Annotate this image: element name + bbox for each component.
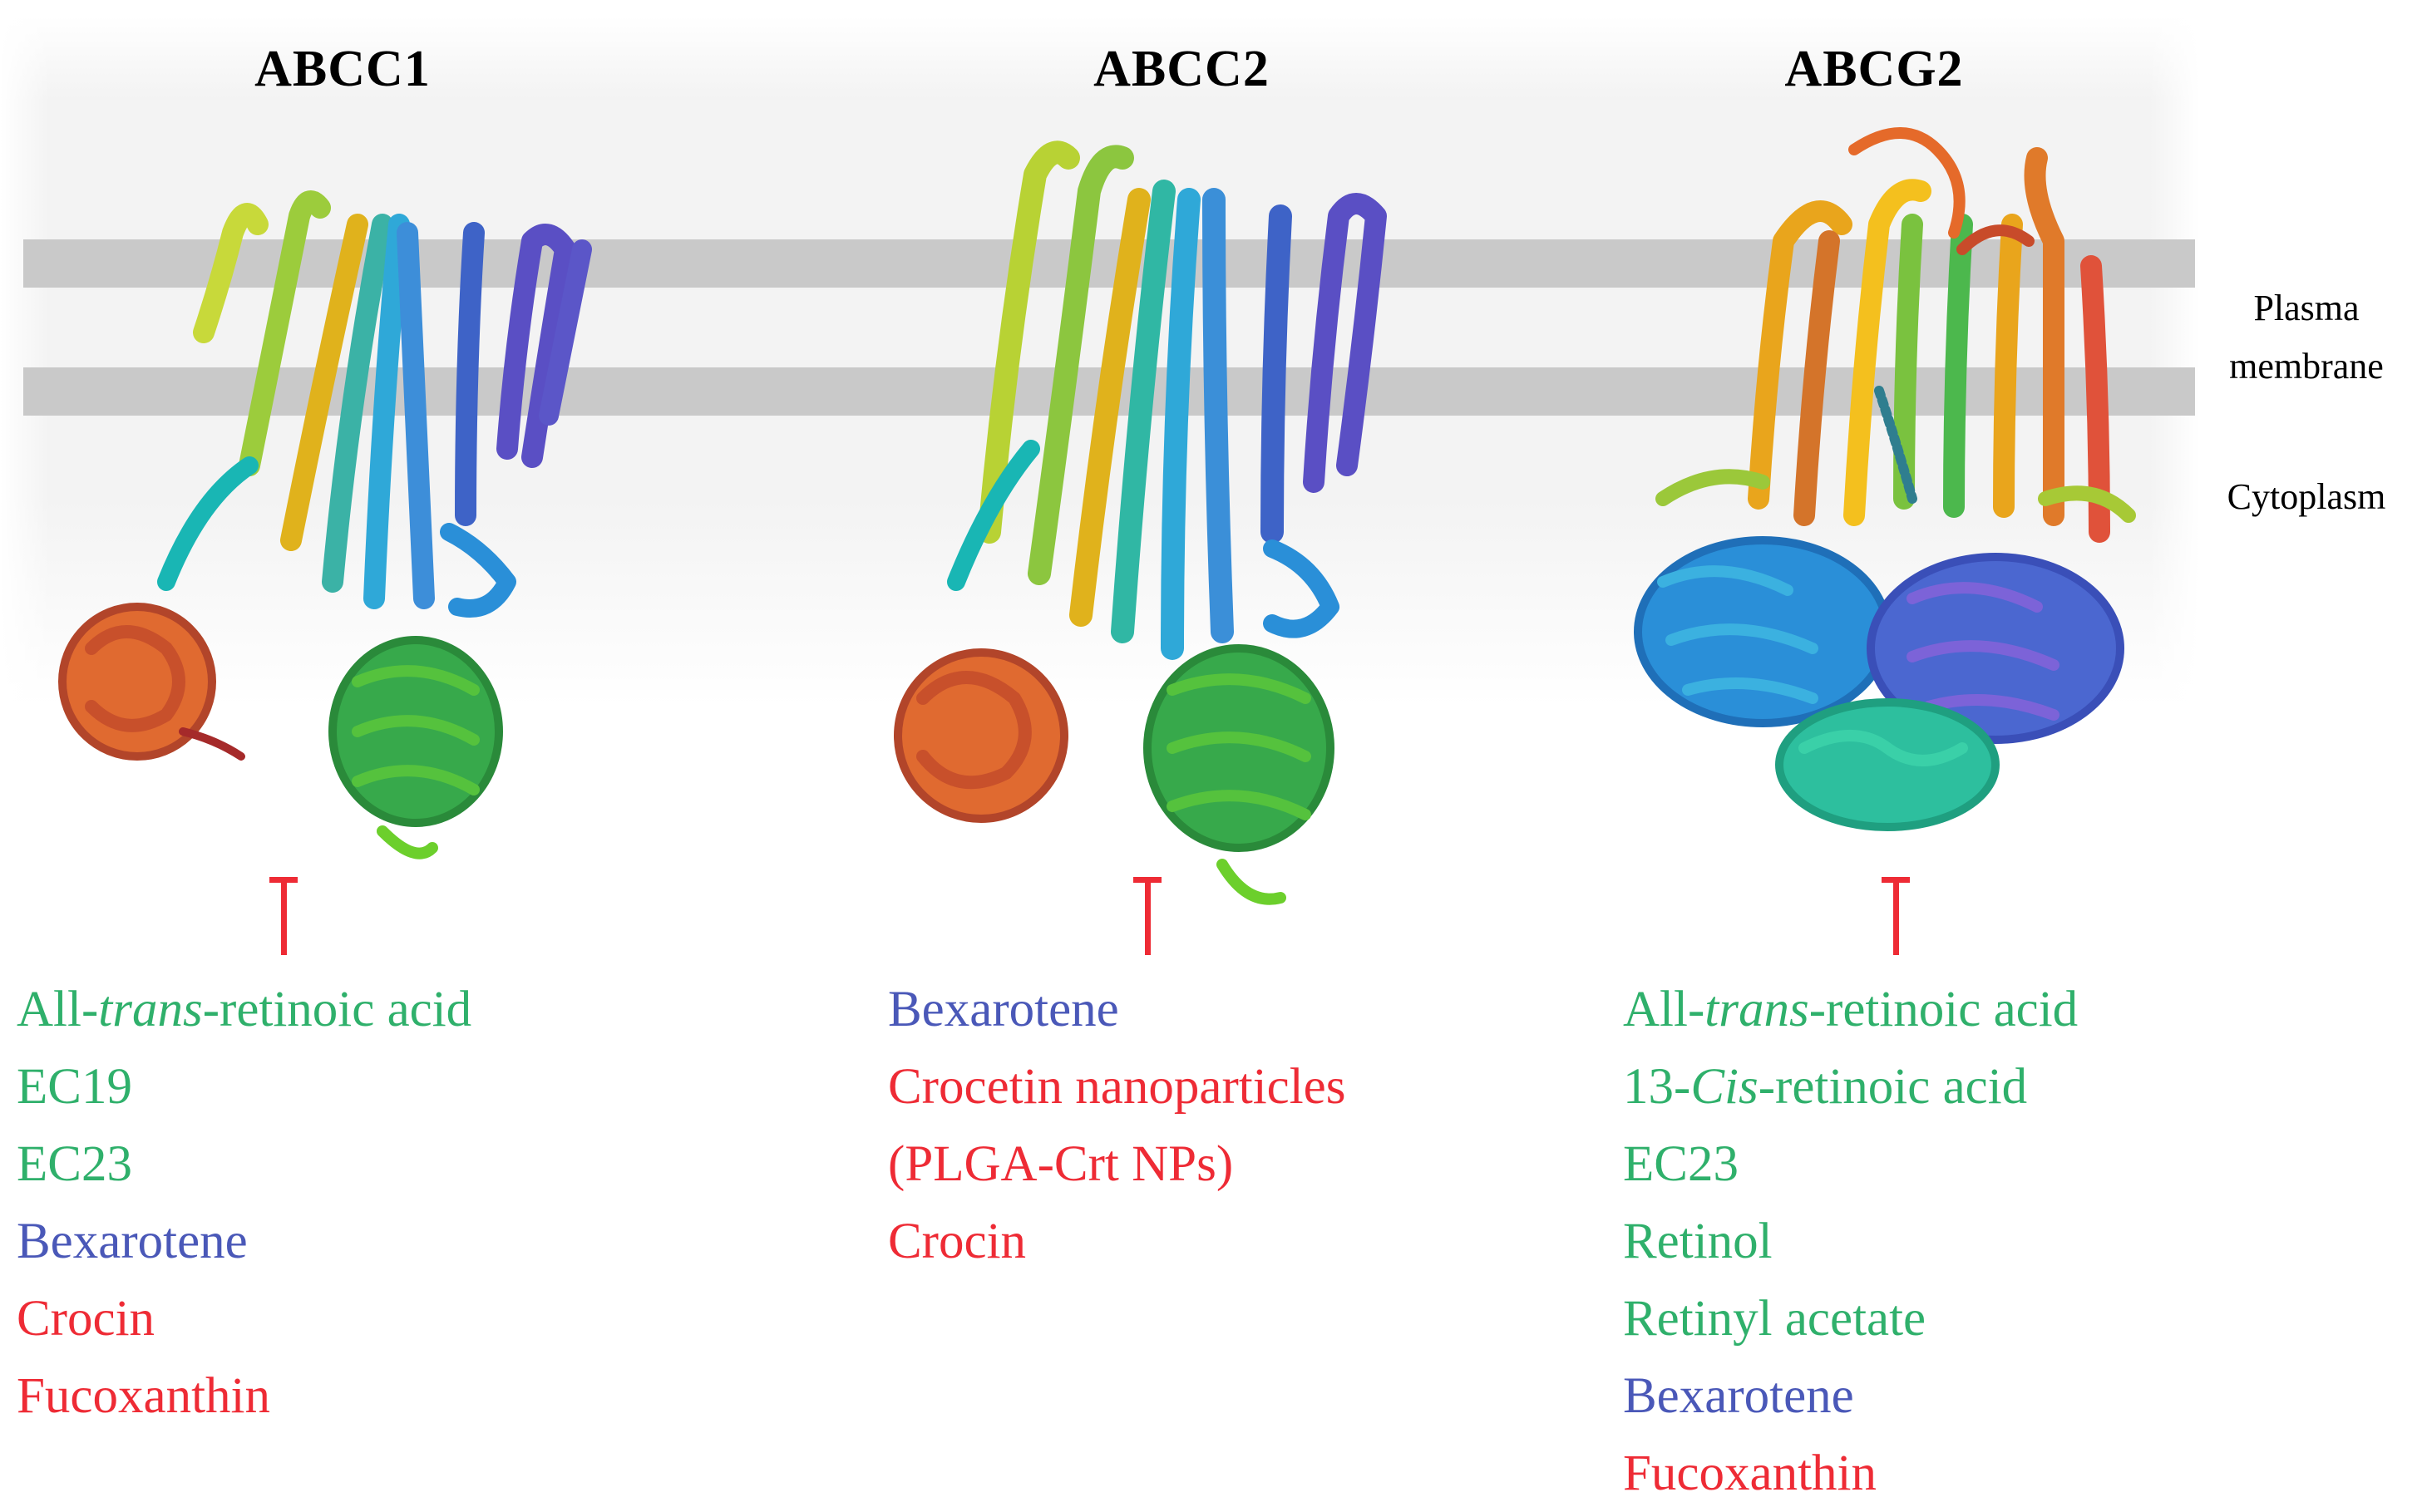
compound-item: Crocin (888, 1203, 1346, 1280)
compound-name-italic: trans (98, 982, 203, 1037)
inhibition-symbol-abcg2 (1882, 877, 1910, 955)
compound-name-suffix: -retinoic acid (1758, 1059, 2028, 1115)
label-plasma-membrane: Plasma membrane (2229, 279, 2384, 396)
compound-name-italic: trans (1704, 982, 1809, 1037)
compound-item: Crocin (17, 1280, 471, 1357)
label-cytoplasm: Cytoplasm (2227, 476, 2386, 517)
compound-name: Crocetin nanoparticles (888, 1059, 1346, 1115)
compound-item: Fucoxanthin (1623, 1435, 2078, 1512)
protein-abcc2 (894, 140, 1387, 905)
title-abcg2: ABCG2 (1784, 41, 1964, 97)
title-abcc2: ABCC2 (1093, 41, 1270, 97)
compound-item: EC19 (17, 1048, 471, 1125)
compound-name: Crocin (17, 1291, 155, 1347)
compound-name: Fucoxanthin (1623, 1446, 1877, 1501)
label-plasma-line: Plasma (2253, 288, 2360, 328)
compound-item: Fucoxanthin (17, 1357, 471, 1435)
compound-name: Retinyl acetate (1623, 1291, 1926, 1347)
compound-name: Fucoxanthin (17, 1368, 270, 1424)
compound-item: Crocetin nanoparticles (888, 1048, 1346, 1125)
inhibition-symbol-abcc2 (1133, 877, 1162, 955)
compound-name-suffix: -retinoic acid (202, 982, 472, 1037)
compound-item: Bexarotene (1623, 1357, 2078, 1435)
compound-name: EC23 (17, 1136, 132, 1192)
compound-name: (PLGA-Crt NPs) (888, 1136, 1234, 1192)
inhibition-symbol-abcc1 (269, 877, 298, 955)
compound-item: Retinyl acetate (1623, 1280, 2078, 1357)
compound-item: Bexarotene (888, 971, 1346, 1048)
title-abcc1: ABCC1 (254, 41, 431, 97)
compound-name-suffix: -retinoic acid (1808, 982, 2079, 1037)
compound-name: EC19 (17, 1059, 132, 1115)
compound-name: Bexarotene (888, 982, 1119, 1037)
protein-abcc1 (58, 190, 592, 859)
compound-item: All-trans-retinoic acid (1623, 971, 2078, 1048)
compound-name: Crocin (888, 1214, 1027, 1269)
compound-item: 13-Cis-retinoic acid (1623, 1048, 2078, 1125)
compound-item: Bexarotene (17, 1203, 471, 1280)
compound-item: EC23 (17, 1125, 471, 1203)
compound-name: EC23 (1623, 1136, 1739, 1192)
compound-name: Bexarotene (17, 1214, 248, 1269)
compound-name: Retinol (1623, 1214, 1773, 1269)
compound-name: Bexarotene (1623, 1368, 1854, 1424)
label-membrane-line: membrane (2229, 346, 2384, 387)
protein-abcg2 (1634, 127, 2136, 831)
compound-item: (PLGA-Crt NPs) (888, 1125, 1346, 1203)
compound-name: 13- (1623, 1059, 1691, 1115)
compound-name: All- (17, 982, 99, 1037)
compound-item: EC23 (1623, 1125, 2078, 1203)
compound-name: All- (1623, 982, 1705, 1037)
compound-item: Retinol (1623, 1203, 2078, 1280)
compound-item: All-trans-retinoic acid (17, 971, 471, 1048)
compound-name-italic: Cis (1690, 1059, 1759, 1115)
